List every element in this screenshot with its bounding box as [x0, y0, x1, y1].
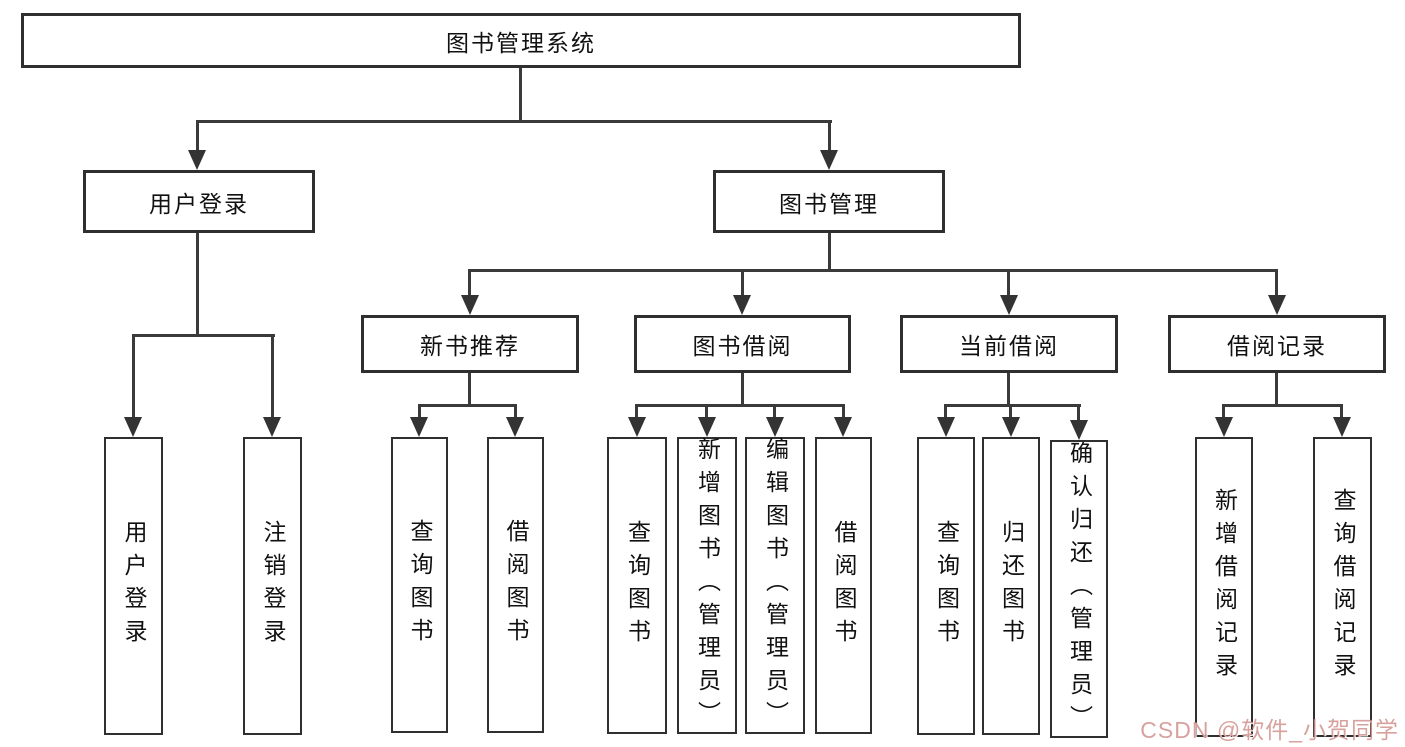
connector-arrowhead: [1000, 295, 1018, 315]
connector-arrowhead: [820, 150, 838, 170]
node-book-borrow: 图书借阅: [634, 315, 851, 373]
node-new-book-rec: 新书推荐: [361, 315, 579, 373]
connector-line: [132, 334, 135, 417]
leaf-current-query-books: 查询图书: [917, 437, 975, 735]
connector-arrowhead: [263, 417, 281, 437]
leaf-user-login-label: 用户登录: [121, 520, 147, 652]
leaf-current-query-books-label: 查询图书: [933, 520, 960, 652]
leaf-newrec-borrow-books: 借阅图书: [487, 437, 544, 733]
connector-line: [842, 404, 845, 417]
connector-line: [418, 404, 421, 417]
connector-arrowhead: [1268, 295, 1286, 315]
leaf-confirm-return-admin-label: 确认归还（管理员）: [1066, 440, 1093, 738]
connector-line: [1275, 373, 1278, 407]
leaf-newrec-query-books: 查询图书: [391, 437, 448, 733]
connector-line: [828, 233, 831, 272]
connector-arrowhead: [1215, 417, 1233, 437]
connector-line: [132, 334, 275, 337]
connector-arrowhead: [698, 417, 716, 437]
leaf-query-borrow-record: 查询借阅记录: [1313, 437, 1372, 737]
connector-line: [1007, 373, 1010, 407]
connector-arrowhead: [124, 417, 142, 437]
leaf-edit-books-admin: 编辑图书（管理员）: [745, 437, 805, 734]
connector-line: [1077, 404, 1080, 420]
leaf-borrow-borrow-books-label: 借阅图书: [831, 519, 857, 652]
node-root-label: 图书管理系统: [446, 29, 596, 56]
connector-arrowhead: [410, 417, 428, 437]
connector-line: [944, 404, 947, 417]
connector-line: [514, 404, 517, 417]
leaf-add-books-admin-label: 新增图书（管理员）: [694, 437, 721, 734]
leaf-query-borrow-record-label: 查询借阅记录: [1330, 488, 1356, 686]
connector-arrowhead: [733, 295, 751, 315]
connector-line: [196, 120, 199, 150]
connector-line: [635, 404, 845, 407]
csdn-watermark: CSDN @软件_小贺同学: [1140, 717, 1399, 743]
node-root: 图书管理系统: [21, 13, 1021, 68]
leaf-logout: 注销登录: [243, 437, 302, 735]
node-book-mgmt-label: 图书管理: [779, 190, 879, 217]
node-book-borrow-label: 图书借阅: [692, 333, 793, 359]
connector-arrowhead: [1002, 417, 1020, 437]
connector-line: [828, 120, 831, 150]
leaf-borrow-borrow-books: 借阅图书: [815, 437, 872, 734]
connector-line: [1222, 404, 1343, 407]
leaf-newrec-borrow-books-label: 借阅图书: [503, 519, 529, 651]
connector-line: [418, 404, 517, 407]
leaf-return-books-label: 归还图书: [998, 520, 1025, 652]
connector-line: [468, 269, 471, 295]
leaf-add-borrow-record-label: 新增借阅记录: [1211, 488, 1238, 686]
leaf-confirm-return-admin: 确认归还（管理员）: [1050, 440, 1108, 738]
leaf-logout-label: 注销登录: [260, 520, 286, 652]
connector-arrowhead: [628, 417, 646, 437]
connector-line: [741, 269, 744, 295]
connector-line: [1275, 269, 1278, 295]
connector-arrowhead: [937, 417, 955, 437]
node-current-borrow: 当前借阅: [900, 315, 1118, 373]
connector-line: [468, 373, 471, 407]
connector-line: [705, 404, 708, 417]
node-borrow-records-label: 借阅记录: [1227, 333, 1327, 359]
leaf-newrec-query-books-label: 查询图书: [407, 519, 433, 651]
leaf-borrow-query-books-label: 查询图书: [624, 519, 651, 652]
connector-arrowhead: [506, 417, 524, 437]
connector-line: [773, 404, 776, 417]
connector-arrowhead: [1070, 420, 1088, 440]
leaf-return-books: 归还图书: [982, 437, 1040, 735]
connector-line: [196, 120, 832, 123]
node-new-book-rec-label: 新书推荐: [420, 333, 520, 359]
connector-line: [1222, 404, 1225, 417]
leaf-edit-books-admin-label: 编辑图书（管理员）: [762, 437, 789, 734]
connector-line: [635, 404, 638, 417]
leaf-add-books-admin: 新增图书（管理员）: [677, 437, 737, 734]
leaf-user-login: 用户登录: [104, 437, 163, 735]
node-borrow-records: 借阅记录: [1168, 315, 1386, 373]
connector-arrowhead: [461, 295, 479, 315]
connector-line: [196, 233, 199, 337]
connector-line: [519, 68, 522, 123]
connector-arrowhead: [766, 417, 784, 437]
connector-line: [1340, 404, 1343, 417]
connector-arrowhead: [1333, 417, 1351, 437]
connector-line: [271, 334, 274, 417]
connector-arrowhead: [834, 417, 852, 437]
leaf-borrow-query-books: 查询图书: [607, 437, 667, 734]
connector-line: [1007, 269, 1010, 295]
leaf-add-borrow-record: 新增借阅记录: [1195, 437, 1253, 737]
node-current-borrow-label: 当前借阅: [959, 333, 1059, 359]
node-user-login-label: 用户登录: [149, 190, 249, 217]
connector-arrowhead: [188, 150, 206, 170]
connector-line: [1009, 404, 1012, 417]
node-user-login: 用户登录: [83, 170, 315, 233]
connector-line: [944, 404, 1081, 407]
connector-line: [468, 269, 1278, 272]
connector-line: [741, 373, 744, 407]
node-book-mgmt: 图书管理: [713, 170, 945, 233]
